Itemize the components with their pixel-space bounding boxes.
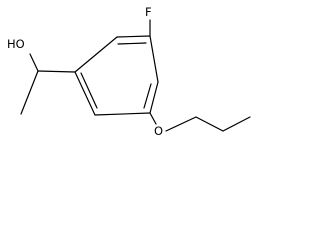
ring-bond-c3-c4 <box>149 35 159 83</box>
hydroxyethyl-substituent: HO <box>7 37 76 115</box>
molecule-structure-diagram: F HO O <box>7 5 251 138</box>
ring-bond-c4-c5 <box>149 81 159 114</box>
bond-ring-to-ether-oxygen <box>149 112 157 125</box>
bond-chiral-carbon-to-methyl <box>20 70 39 115</box>
ring-bond-c1-c2 <box>74 36 118 73</box>
hydroxyl-label: HO <box>7 37 25 51</box>
ring-double-bond-inner-c4-c5 <box>143 83 152 109</box>
bond-propyl-c2-to-c3 <box>222 116 251 132</box>
bond-ether-oxygen-to-propyl-c1 <box>165 116 197 132</box>
ring-bond-c6-c1 <box>74 71 96 116</box>
ring-bond-c2-c3 <box>116 35 151 38</box>
fluorine-label: F <box>145 5 152 19</box>
bond-propyl-c1-to-c2 <box>195 116 224 132</box>
ether-oxygen-label: O <box>154 124 163 138</box>
propoxy-substituent: O <box>149 112 251 138</box>
bond-ring-to-chiral-carbon <box>37 70 76 73</box>
bond-chiral-carbon-to-hydroxyl <box>29 53 39 72</box>
ring-bond-c5-c6 <box>94 112 151 116</box>
ring-double-bond-inner-c6-c1 <box>80 72 98 109</box>
ring-double-bond-inner-c2-c3 <box>117 42 147 45</box>
benzene-ring <box>74 35 159 116</box>
